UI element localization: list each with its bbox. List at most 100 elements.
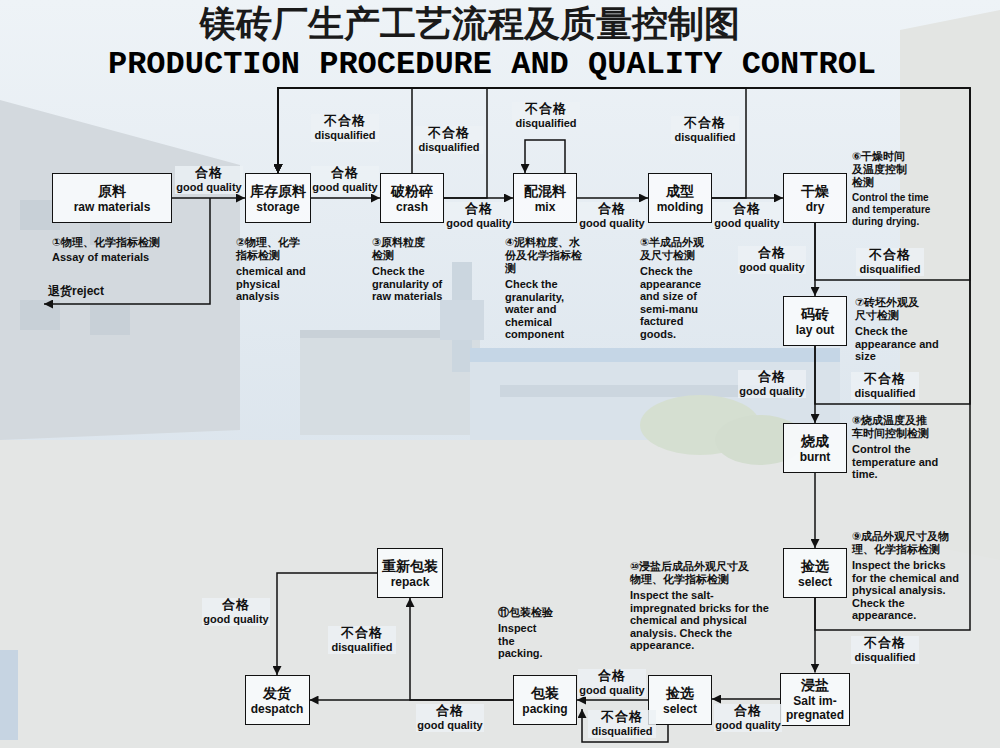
box-title: 原料: [98, 183, 126, 200]
check-note: ⑥干燥时间 及温度控制 检测: [852, 150, 912, 189]
flow-arrow: [311, 197, 380, 199]
check-note: Inspect the packing.: [498, 622, 554, 660]
ground: [0, 440, 1000, 748]
process-box: 原料raw materials: [52, 173, 172, 223]
process-box: 成型molding: [648, 173, 712, 223]
flow-arrow: [278, 88, 412, 173]
check-note: ③原料粒度 检测: [372, 236, 432, 262]
process-box: 包装packing: [513, 675, 577, 725]
box-subtitle: dry: [806, 200, 825, 214]
edge-label: 合格 good quality: [578, 202, 646, 230]
edge-label: 不合格 disqualified: [851, 372, 919, 400]
process-box: 破粉碎crash: [380, 173, 444, 223]
box-title: 捡选: [666, 685, 694, 702]
box-title: 干燥: [801, 183, 829, 200]
box-subtitle: repack: [391, 575, 430, 589]
box-title: 破粉碎: [391, 183, 433, 200]
edge-label: 合格 good quality: [714, 704, 782, 732]
process-box: 重新包装repack: [377, 548, 443, 598]
box-subtitle: storage: [256, 200, 299, 214]
check-note: ⑦砖坯外观及 尺寸检测: [855, 296, 927, 322]
edge-label: 合格 good quality: [202, 598, 270, 626]
box-title: 烧成: [801, 433, 829, 450]
flow-arrow: [278, 88, 970, 630]
reject-label: 退货reject: [48, 284, 104, 299]
flow-arrow: [712, 698, 780, 700]
edge-label: 合格 good quality: [311, 166, 379, 194]
check-note: chemical and physical analysis: [236, 265, 318, 303]
edge-label: 不合格 disqualified: [512, 102, 580, 130]
edge-label: 合格 good quality: [416, 704, 484, 732]
check-note: Inspect the bricks for the chemical and …: [852, 559, 960, 622]
box-title: 浸盐: [801, 677, 829, 694]
box-title: 码砖: [801, 306, 829, 323]
roof: [470, 348, 840, 362]
edge-label: 合格 good quality: [738, 246, 806, 274]
flow-arrow: [172, 197, 245, 199]
flow-arrow: [410, 598, 513, 700]
edge-label: 不合格 disqualified: [588, 710, 656, 738]
box-title: 包装: [531, 685, 559, 702]
check-note: Inspect the salt-impregnated bricks for …: [630, 589, 774, 652]
process-box: 捡选select: [648, 675, 712, 725]
edge-label: 合格 good quality: [175, 166, 243, 194]
edge-label: 不合格 disqualified: [311, 114, 379, 142]
check-note: ①物理、化学指标检测: [52, 236, 160, 249]
process-box: 配混料mix: [513, 173, 577, 223]
right-building: [900, 10, 1000, 560]
edge-label: 合格 good quality: [578, 669, 646, 697]
reject-line: [582, 709, 668, 742]
box-subtitle: Salt im- pregnated: [785, 694, 845, 722]
subtitle: PRODUCTION PROCEDURE AND QUALITY CONTROL: [92, 48, 892, 82]
box-subtitle: packing: [522, 702, 567, 716]
flow-arrow: [577, 197, 648, 199]
edge-label: 合格 good quality: [445, 202, 513, 230]
check-note: ⑩浸盐后成品外观尺寸及 物理、化学指标检测: [630, 560, 760, 586]
flow-arrow: [814, 473, 816, 548]
check-note: Check the granularity of raw materials: [372, 265, 446, 303]
edge-label: 不合格 disqualified: [851, 636, 919, 664]
edge-label: 合格 good quality: [738, 370, 806, 398]
process-box: 浸盐Salt im- pregnated: [780, 673, 850, 726]
edge-label: 不合格 disqualified: [856, 248, 924, 276]
check-note: Check the granularity, water and chemica…: [505, 278, 583, 341]
edge-label: 不合格 disqualified: [671, 116, 739, 144]
flow-arrow: [525, 140, 565, 173]
process-box: 发货despatch: [245, 675, 310, 725]
box-subtitle: raw materials: [74, 200, 151, 214]
box-title: 库存原料: [250, 183, 306, 200]
sky: [0, 0, 1000, 460]
check-note: Control the time and temperature during …: [852, 192, 936, 228]
box-subtitle: burnt: [800, 450, 831, 464]
window: [90, 305, 130, 335]
check-note: ⑪包装检验: [498, 606, 553, 619]
title: 镁砖厂生产工艺流程及质量控制图: [0, 4, 940, 44]
left-building: [0, 100, 240, 440]
process-box: 库存原料storage: [245, 173, 311, 223]
flow-arrow: [278, 88, 970, 404]
check-note: ②物理、化学 指标检测: [236, 236, 308, 262]
box-title: 发货: [263, 685, 291, 702]
edge-label: 不合格 disqualified: [415, 126, 483, 154]
flow-arrow: [577, 699, 648, 701]
flow-arrow: [278, 88, 970, 280]
check-note: Check the appearance and size: [855, 325, 939, 363]
box-title: 配混料: [524, 183, 566, 200]
box-title: 捡选: [801, 558, 829, 575]
check-note: ⑧烧成温度及推 车时间控制检测: [852, 414, 934, 440]
box-subtitle: mix: [535, 200, 556, 214]
edge-label: 合格 good quality: [713, 202, 781, 230]
check-note: ⑤半成品外观 及尺寸检测: [640, 236, 712, 262]
process-box: 干燥dry: [783, 173, 847, 223]
check-note: ④泥料粒度、水 份及化学指标检 测: [505, 236, 587, 275]
box-subtitle: molding: [657, 200, 704, 214]
box-title: 重新包装: [382, 558, 438, 575]
check-note: Assay of materials: [52, 251, 212, 264]
edge-label: 不合格 disqualified: [328, 626, 396, 654]
tank: [440, 300, 484, 340]
box-title: 成型: [666, 183, 694, 200]
process-box: 码砖lay out: [783, 296, 847, 346]
flow-arrow: [277, 573, 377, 675]
forklift: [0, 650, 18, 740]
